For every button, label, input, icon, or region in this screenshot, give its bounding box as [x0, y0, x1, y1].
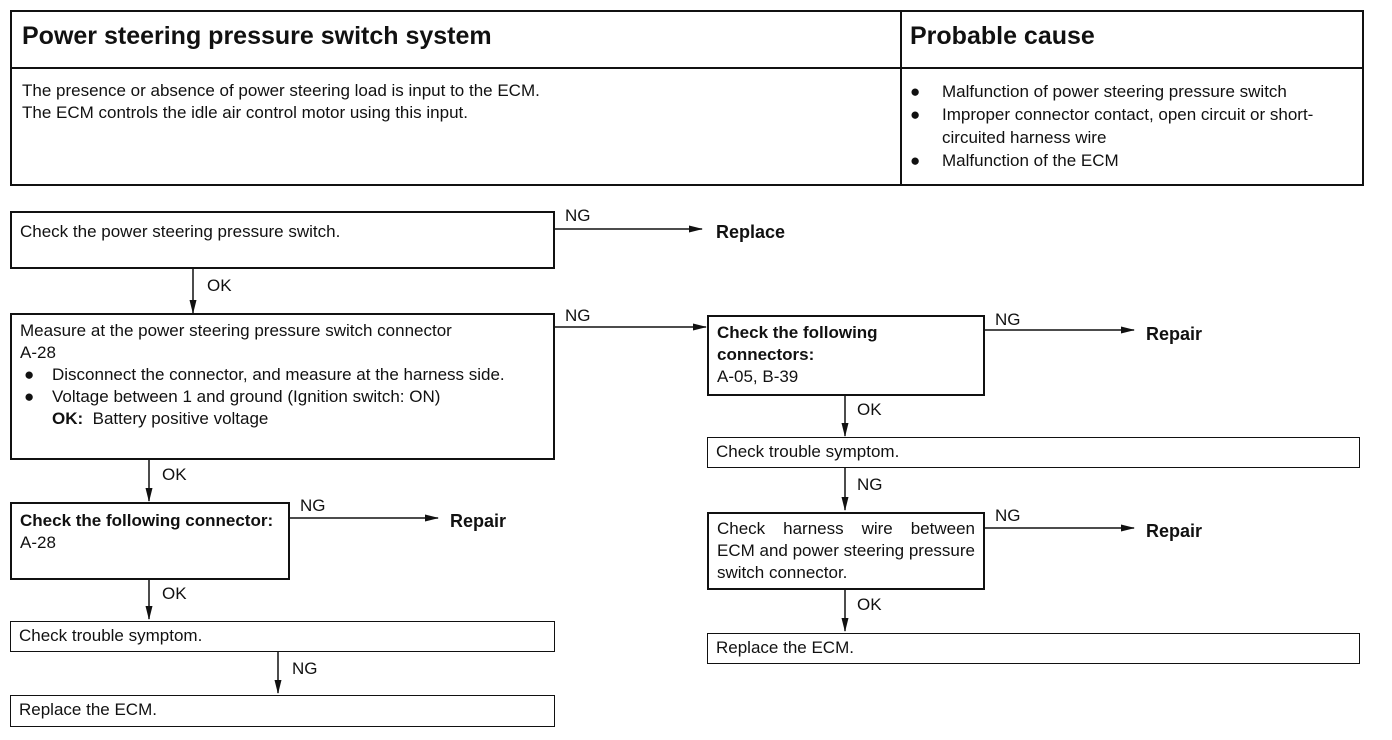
connectors-ids: A-05, B-39 — [717, 367, 799, 386]
bullet-icon: ● — [24, 365, 35, 384]
cause-item: ●Malfunction of the ECM — [910, 151, 1119, 170]
header-column-divider — [900, 12, 902, 184]
bullet-icon: ● — [24, 387, 35, 406]
repair-result: Repair — [450, 511, 507, 531]
cause-item: ●Improper connector contact, open circui… — [910, 105, 1314, 147]
header-row-divider — [12, 67, 1362, 69]
check-harness-wire-box: Check harness wire between ECM and power… — [707, 512, 985, 590]
header-table: Power steering pressure switch system Pr… — [10, 10, 1364, 186]
measure-connector-id: A-28 — [20, 343, 56, 362]
bullet-icon: ● — [910, 82, 921, 101]
system-title: Power steering pressure switch system — [22, 22, 492, 50]
system-description: The presence or absence of power steerin… — [22, 80, 882, 124]
ok-label: OK — [207, 276, 232, 295]
probable-cause-list: ●Malfunction of power steering pressure … — [908, 80, 1354, 172]
ng-label: NG — [565, 206, 591, 225]
ng-label: NG — [300, 496, 326, 515]
measure-line: Measure at the power steering pressure s… — [20, 321, 452, 340]
bullet-icon: ● — [910, 151, 921, 170]
cause-item: ●Malfunction of power steering pressure … — [910, 82, 1287, 101]
repair-result: Repair — [1146, 324, 1203, 344]
measure-connector-box: Measure at the power steering pressure s… — [10, 313, 555, 460]
connector-id: A-28 — [20, 533, 56, 552]
ok-label: OK — [162, 465, 187, 484]
check-connectors-a05-b39-box: Check the following connectors: A-05, B-… — [707, 315, 985, 396]
connectors-check-title: Check the following connectors: — [717, 323, 878, 364]
check-trouble-symptom-box: Check trouble symptom. — [707, 437, 1360, 468]
ok-label: OK — [857, 595, 882, 614]
measure-bullet: ●Voltage between 1 and ground (Ignition … — [24, 387, 441, 406]
ok-label: OK — [857, 400, 882, 419]
measure-bullet: ●Disconnect the connector, and measure a… — [24, 365, 505, 384]
measure-ok-condition: OK: Battery positive voltage — [52, 409, 269, 428]
ng-label: NG — [995, 506, 1021, 525]
ng-label: NG — [995, 310, 1021, 329]
probable-cause-title: Probable cause — [910, 22, 1095, 50]
replace-ecm-box: Replace the ECM. — [10, 695, 555, 727]
replace-result: Replace — [716, 222, 786, 242]
check-trouble-symptom-box: Check trouble symptom. — [10, 621, 555, 652]
ng-label: NG — [292, 659, 318, 678]
description-line: The presence or absence of power steerin… — [22, 81, 540, 100]
bullet-icon: ● — [910, 105, 921, 124]
check-connector-a28-box: Check the following connector: A-28 — [10, 502, 290, 580]
ng-label: NG — [565, 306, 591, 325]
check-pressure-switch-box: Check the power steering pressure switch… — [10, 211, 555, 269]
ok-label: OK — [162, 584, 187, 603]
description-line: The ECM controls the idle air control mo… — [22, 103, 468, 122]
replace-ecm-box: Replace the ECM. — [707, 633, 1360, 664]
connector-check-title: Check the following connector: — [20, 511, 274, 530]
ng-label: NG — [857, 475, 883, 494]
repair-result: Repair — [1146, 521, 1203, 541]
